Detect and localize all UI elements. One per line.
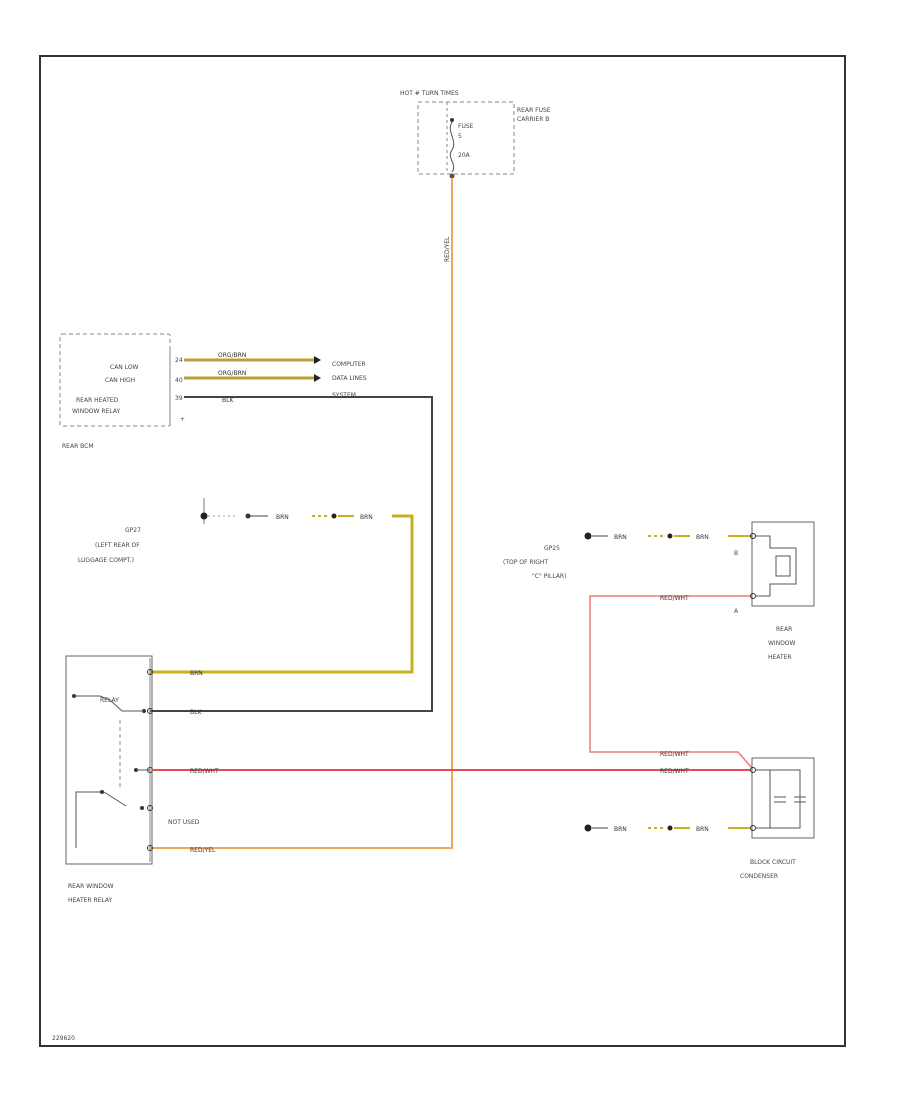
gp27-label-3: LUGGAGE COMPT.) xyxy=(78,557,134,564)
fuse-number: 5 xyxy=(458,133,462,140)
bcm-pin-can-high: CAN HIGH xyxy=(105,377,135,384)
computer-label-1: COMPUTER xyxy=(332,361,366,368)
rear-bcm: CAN LOW CAN HIGH REAR HEATED WINDOW RELA… xyxy=(59,333,185,450)
fuse-amperage: 20A xyxy=(458,152,471,159)
wire-label-blk-bottom: BLK xyxy=(190,709,202,716)
bcm-name: REAR BCM xyxy=(62,443,94,450)
relay-label-1: REAR WINDOW xyxy=(68,883,114,890)
wire-red-wht-heater: RED/WHT RED/WHT xyxy=(589,595,753,769)
relay-coil-label: RELAY xyxy=(100,697,119,704)
wire-label-brn-a: BRN xyxy=(276,514,289,521)
wire-label-can-high: ORG/BRN xyxy=(218,370,246,377)
wire-label-red-wht-heater: RED/WHT xyxy=(660,595,689,602)
wire-label-blk-top: BLK xyxy=(222,397,234,404)
ground-gp27: BRN BRN BRN GP27 (LEFT REAR OF LUGGAGE C… xyxy=(78,498,414,677)
wire-label-red-wht-mid: RED/WHT xyxy=(660,751,689,758)
bcm-pin1-num: 24 xyxy=(175,357,183,364)
rear-window-heater: B A REAR WINDOW HEATER xyxy=(734,521,815,661)
wire-label-brn-gp25-b: BRN xyxy=(696,534,709,541)
block-circuit-condenser: BRN BRN BLOCK CIRCUIT CONDENSER xyxy=(584,757,815,880)
rear-window-heater-relay: RELAY NOT USED REAR WINDOW HEATER RELAY xyxy=(65,655,200,904)
gp27-label-2: (LEFT REAR OF xyxy=(95,542,140,549)
fuse-name: FUSE xyxy=(458,123,474,130)
condenser-label-1: BLOCK CIRCUIT xyxy=(750,859,796,866)
fuse-carrier-label-2: CARRIER B xyxy=(517,116,549,123)
wire-label-red-wht-relay: RED/WHT xyxy=(190,768,219,775)
computer-label-3: SYSTEM xyxy=(332,392,356,399)
wire-label-brn-gp25-a: BRN xyxy=(614,534,627,541)
fuse-terminal-top xyxy=(450,118,454,122)
arrow-icon xyxy=(314,374,321,382)
wire-label-brn-cond-b: BRN xyxy=(696,826,709,833)
wire-red-yel: RED/YEL RED/YEL xyxy=(150,178,453,854)
bcm-pin2-num: 40 xyxy=(175,377,183,384)
heater-pin-b: B xyxy=(734,550,738,557)
ground-icon xyxy=(584,532,592,540)
gp25-label-2: (TOP OF RIGHT xyxy=(503,559,548,566)
heater-label-1: REAR xyxy=(776,626,792,633)
arrow-icon xyxy=(314,356,321,364)
bcm-plus: + xyxy=(180,416,185,423)
condenser-label-2: CONDENSER xyxy=(740,873,778,880)
fuse-title: HOT # TURN TIMES xyxy=(400,90,459,97)
gp25-label-3: "C" PILLAR) xyxy=(532,573,566,580)
wire-label-can-low: ORG/BRN xyxy=(218,352,246,359)
relay-label-2: HEATER RELAY xyxy=(68,897,113,904)
footer-code: 229620 xyxy=(52,1035,75,1042)
gp25-label-1: GP25 xyxy=(544,545,560,552)
computer-label-2: DATA LINES xyxy=(332,375,367,382)
heater-element-icon xyxy=(775,555,791,577)
wire-label-brn-cond-a: BRN xyxy=(614,826,627,833)
wire-blk: BLK BLK xyxy=(150,396,433,716)
ground-icon xyxy=(200,512,208,520)
relay-not-used: NOT USED xyxy=(168,819,200,826)
heater-label-2: WINDOW xyxy=(768,640,796,647)
gp27-label-1: GP27 xyxy=(125,527,141,534)
heater-pin-a: A xyxy=(734,608,739,615)
fuse-carrier-label-1: REAR FUSE xyxy=(517,107,551,114)
heater-label-3: HEATER xyxy=(768,654,792,661)
bcm-pin-relay-1: REAR HEATED xyxy=(76,397,119,404)
wire-red-wht-main: RED/WHT RED/WHT xyxy=(152,768,750,775)
wire-label-brn-b: BRN xyxy=(360,514,373,521)
wire-label-red-yel-bottom: RED/YEL xyxy=(190,847,216,854)
diagram-frame xyxy=(39,55,846,1047)
fuse-icon xyxy=(449,121,455,173)
fuse-carrier: HOT # TURN TIMES REAR FUSE CARRIER B FUS… xyxy=(400,90,551,179)
ground-icon xyxy=(584,824,592,832)
wire-can: ORG/BRN ORG/BRN COMPUTER DATA LINES SYST… xyxy=(184,352,367,399)
bcm-pin3-num: 39 xyxy=(175,395,183,402)
wire-label-brn-relay: BRN xyxy=(190,670,203,677)
ground-gp25: BRN BRN GP25 (TOP OF RIGHT "C" PILLAR) xyxy=(503,532,752,580)
bcm-pin-relay-2: WINDOW RELAY xyxy=(72,408,120,415)
wire-label-red-yel-vertical: RED/YEL xyxy=(444,236,451,262)
bcm-pin-can-low: CAN LOW xyxy=(110,364,139,371)
wire-label-red-wht-cond: RED/WHT xyxy=(660,768,689,775)
